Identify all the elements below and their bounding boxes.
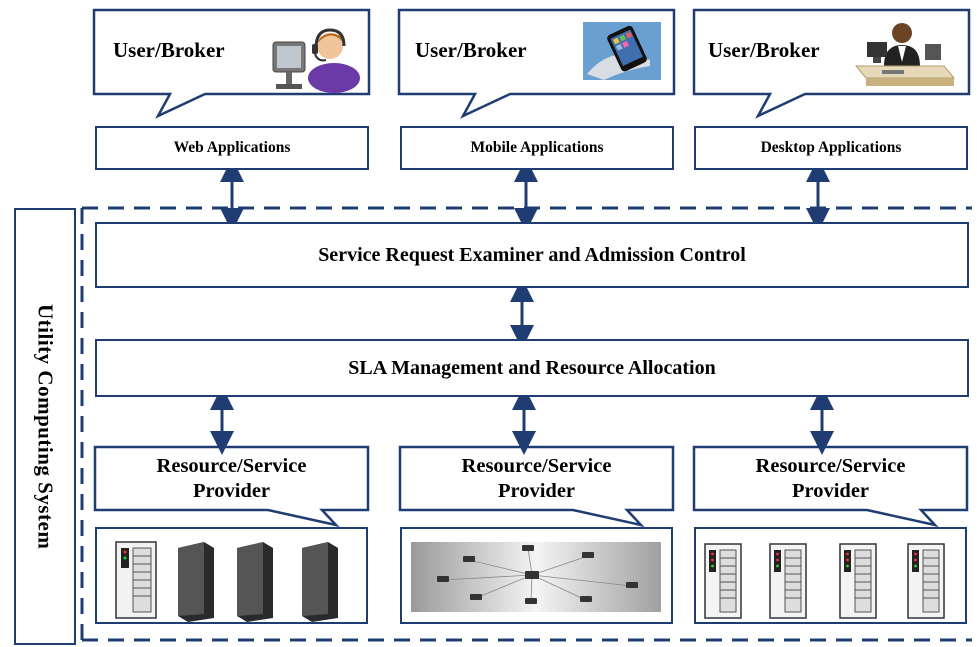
user-title-desktop: User/Broker bbox=[708, 38, 820, 62]
headset-agent-icon bbox=[272, 28, 360, 93]
desktop-applications-label: Desktop Applications bbox=[760, 139, 902, 156]
user-callout-1 bbox=[92, 8, 371, 119]
provider-3-resources-box bbox=[694, 527, 967, 624]
provider-1-resources-box bbox=[95, 527, 368, 624]
mobile-applications-box: Mobile Applications bbox=[400, 126, 674, 170]
sla-management-box: SLA Management and Resource Allocation bbox=[95, 339, 969, 397]
user-title-web: User/Broker bbox=[113, 38, 225, 62]
provider-callout-2 bbox=[398, 445, 675, 528]
network-nodes-icon bbox=[411, 542, 661, 612]
provider-label-1: Resource/Service Provider bbox=[95, 454, 368, 504]
provider-1-line1: Resource/Service bbox=[156, 455, 307, 477]
provider-3-line2: Provider bbox=[791, 480, 870, 502]
provider-2-line1: Resource/Service bbox=[461, 455, 612, 477]
server-cabinet-icons bbox=[704, 543, 945, 619]
provider-label-3: Resource/Service Provider bbox=[694, 454, 967, 504]
provider-3-line1: Resource/Service bbox=[755, 455, 906, 477]
sla-management-label: SLA Management and Resource Allocation bbox=[348, 356, 716, 379]
provider-label-2: Resource/Service Provider bbox=[400, 454, 673, 504]
web-applications-label: Web Applications bbox=[173, 139, 291, 156]
provider-2-resources-box bbox=[400, 527, 673, 624]
mobile-applications-label: Mobile Applications bbox=[470, 139, 604, 156]
utility-computing-system-label: Utility Computing System bbox=[33, 303, 58, 550]
user-callout-3 bbox=[692, 8, 971, 119]
provider-2-line2: Provider bbox=[497, 480, 576, 502]
user-title-mobile: User/Broker bbox=[415, 38, 527, 62]
web-applications-box: Web Applications bbox=[95, 126, 369, 170]
admission-control-box: Service Request Examiner and Admission C… bbox=[95, 222, 969, 288]
provider-callout-3 bbox=[692, 445, 969, 528]
desk-businessman-icon bbox=[854, 23, 956, 86]
smartphone-hand-icon bbox=[583, 22, 661, 80]
admission-control-label: Service Request Examiner and Admission C… bbox=[318, 243, 746, 266]
server-rack-icons bbox=[115, 541, 338, 622]
provider-callout-1 bbox=[93, 445, 370, 528]
desktop-applications-box: Desktop Applications bbox=[694, 126, 968, 170]
provider-1-line2: Provider bbox=[192, 480, 271, 502]
utility-computing-system-box: Utility Computing System bbox=[14, 208, 76, 645]
